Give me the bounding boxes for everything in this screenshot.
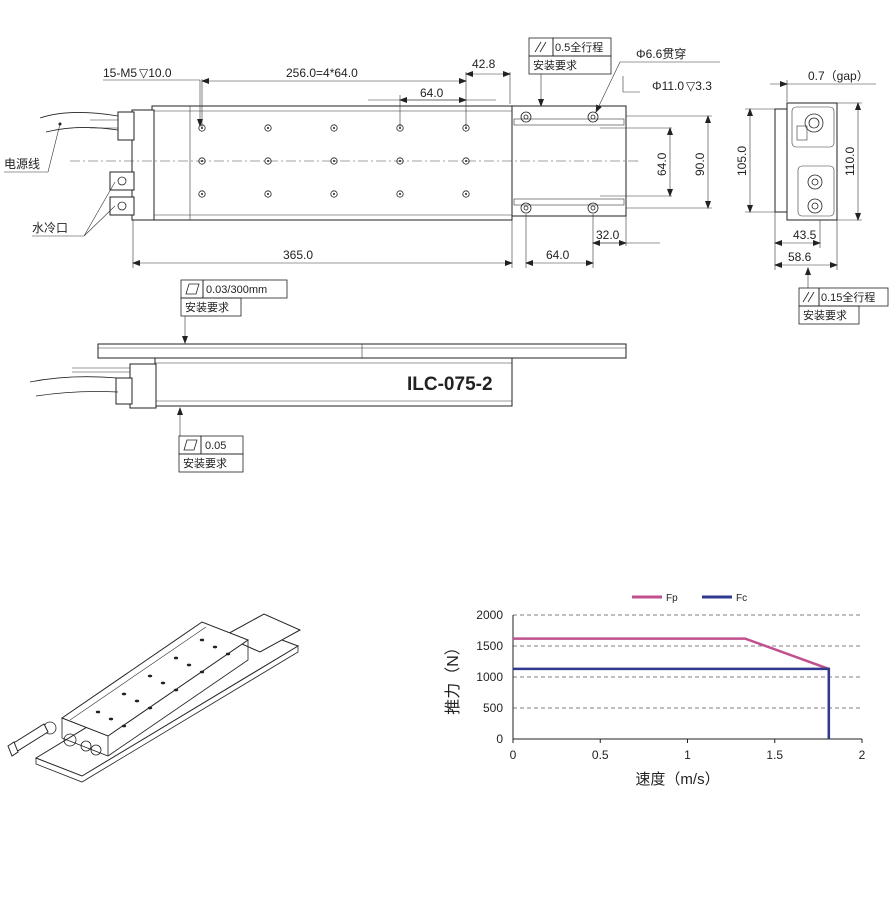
- flatness-top-frame: 0.03/300mm 安装要求: [180, 279, 288, 344]
- mover-hole-grid: [198, 124, 470, 198]
- mover-hole: [330, 157, 338, 165]
- flatness-bottom-frame: 0.05 安装要求: [177, 407, 244, 473]
- iso-hole-dot: [108, 717, 114, 721]
- side-view: ILC-075-2 0.03/300mm 安装要求 0.05 安装要求: [29, 279, 627, 473]
- iso-hole-dot: [147, 706, 153, 710]
- iso-hole-dot: [121, 692, 127, 696]
- through-hole-label: Φ6.6贯穿: [636, 46, 686, 61]
- iso-hole-dot: [173, 656, 179, 660]
- mover-hole: [264, 157, 272, 165]
- parallel-tolerance-frame: 0.5全行程 安装要求: [528, 37, 612, 107]
- mover-hole: [396, 190, 404, 198]
- svg-text:安装要求: 安装要求: [185, 300, 229, 314]
- mover-hole: [198, 190, 206, 198]
- power-cable-label: 电源线: [4, 157, 40, 171]
- rail-hole: [520, 111, 599, 214]
- y-tick-label: 1500: [476, 639, 503, 653]
- width-90-label: 90.0: [693, 152, 707, 176]
- svg-text:安装要求: 安装要求: [533, 58, 577, 72]
- pitch-label: 256.0=4*64.0: [286, 66, 358, 80]
- mover-hole: [264, 124, 272, 132]
- mover-hole: [264, 190, 272, 198]
- iso-hole-dot: [199, 670, 205, 674]
- iso-hole-dot: [134, 699, 140, 703]
- iso-hole-dot: [225, 652, 231, 656]
- iso-hole-dot: [160, 681, 166, 685]
- gap-label: 0.7（gap）: [808, 69, 869, 83]
- iso-hole-dot: [212, 645, 218, 649]
- width-58-label: 58.6: [788, 250, 812, 264]
- mover-body: [151, 105, 513, 221]
- end-view: 0.7（gap） 105.0 110.0 43.5 58.6 0.15全行程 安…: [735, 69, 889, 325]
- svg-text:0.03/300mm: 0.03/300mm: [206, 284, 267, 296]
- model-label: ILC-075-2: [407, 374, 493, 395]
- connector-housing: [131, 109, 155, 221]
- pitch-single-label: 64.0: [420, 86, 444, 100]
- x-tick-label: 1: [684, 748, 691, 762]
- x-tick-label: 1.5: [766, 748, 783, 762]
- height-110-label: 110.0: [843, 147, 857, 176]
- bottom-64-label: 64.0: [546, 248, 570, 262]
- y-tick-label: 0: [496, 732, 503, 746]
- iso-hole-dot: [186, 663, 192, 667]
- x-tick-label: 0.5: [592, 748, 609, 762]
- svg-text:0.5全行程: 0.5全行程: [555, 40, 603, 54]
- x-tick-label: 0: [510, 748, 517, 762]
- end-mover: [786, 102, 838, 221]
- y-tick-label: 500: [483, 701, 503, 715]
- x-axis-label: 速度（m/s）: [635, 771, 719, 788]
- svg-text:安装要求: 安装要求: [803, 308, 847, 322]
- width-64-label: 64.0: [655, 152, 669, 176]
- length-365-label: 365.0: [283, 248, 313, 262]
- top-view: 15-M5▽10.0 256.0=4*64.0 42.8 64.0 0.5全行程…: [4, 37, 720, 268]
- legend-label: Fc: [736, 593, 747, 604]
- y-axis-label: 推力（N）: [444, 639, 462, 715]
- mover-hole: [462, 190, 470, 198]
- iso-hole-dot: [147, 674, 153, 678]
- mover-hole: [396, 157, 404, 165]
- holes-label: 15-M5▽10.0: [103, 66, 172, 80]
- mover-hole: [198, 157, 206, 165]
- svg-text:0.15全行程: 0.15全行程: [821, 290, 875, 304]
- bottom-32-label: 32.0: [596, 228, 620, 242]
- legend-label: Fp: [666, 593, 678, 604]
- svg-text:安装要求: 安装要求: [183, 456, 227, 470]
- iso-hole-dot: [199, 638, 205, 642]
- mover-hole: [462, 157, 470, 165]
- x-tick-label: 2: [859, 748, 866, 762]
- thrust-speed-chart: 0 500 1000 1500 2000 0 0.5 1 1.5 2 速度（m/s） 推力（N） Fp F…: [444, 593, 866, 788]
- iso-hole-dot: [121, 724, 127, 728]
- end-rail: [774, 108, 788, 213]
- y-tick-label: 2000: [476, 608, 503, 622]
- mover-hole: [330, 124, 338, 132]
- width-43-label: 43.5: [793, 228, 817, 242]
- iso-hole-dot: [173, 688, 179, 692]
- series-line-fc: [513, 667, 831, 739]
- isometric-view: [7, 613, 302, 783]
- end-offset-label: 42.8: [472, 57, 496, 71]
- svg-text:0.05: 0.05: [205, 440, 226, 452]
- mover-hole: [330, 190, 338, 198]
- power-cable: [39, 112, 119, 119]
- iso-hole-dot: [95, 710, 101, 714]
- y-tick-label: 1000: [476, 670, 503, 684]
- counterbore-label: Φ11.0▽3.3: [652, 79, 712, 93]
- series-line-fp: [513, 637, 831, 739]
- water-cooling-label: 水冷口: [32, 221, 68, 235]
- side-parallel-frame: 0.15全行程 安装要求: [798, 267, 889, 325]
- height-105-label: 105.0: [735, 146, 749, 176]
